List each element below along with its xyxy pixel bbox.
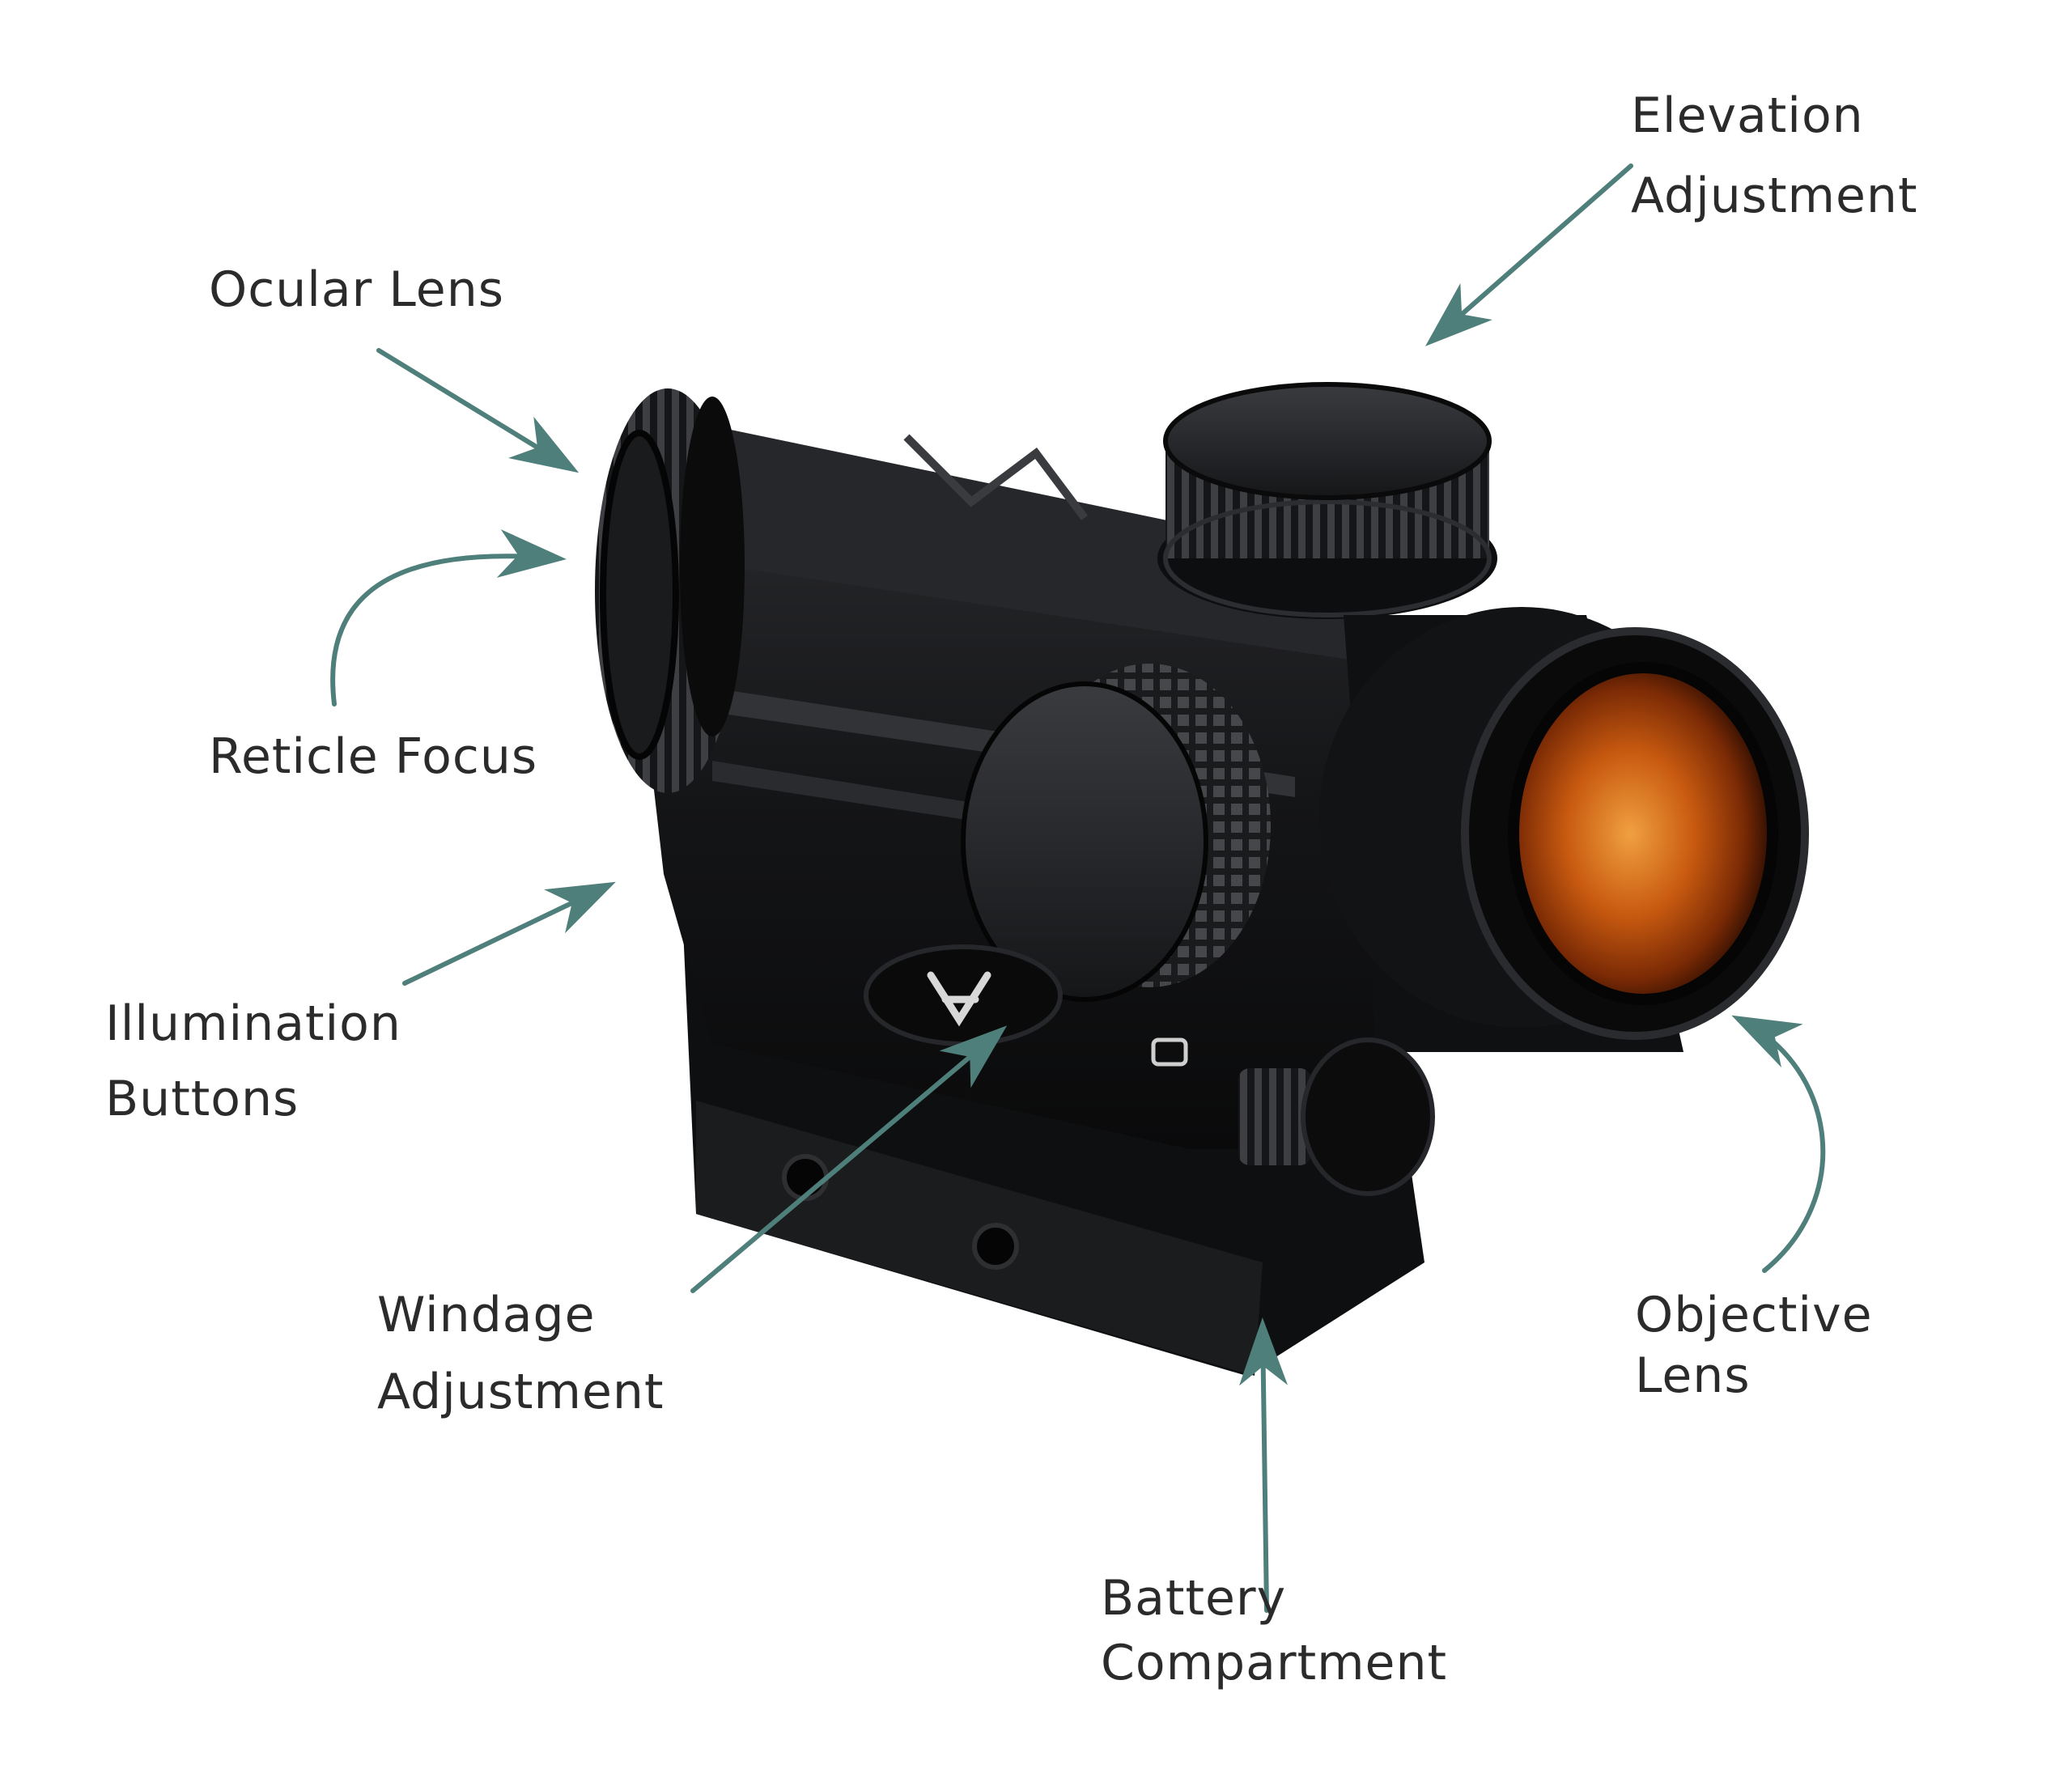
label-battery-compartment-line1: Battery: [1101, 1570, 1286, 1627]
label-objective-lens-line1: Objective: [1635, 1287, 1873, 1343]
battery-cap: [1301, 1037, 1435, 1196]
illumination-buttons-arrow: [402, 881, 616, 986]
reticle-focus-arrow: [330, 529, 567, 706]
vortex-mark-engraved: [903, 434, 1088, 520]
windage-turret-cap: [961, 681, 1208, 1002]
label-elevation-adjustment-line2: Adjustment: [1631, 168, 1917, 224]
label-battery-compartment-line2: Compartment: [1101, 1635, 1447, 1691]
windage-adjustment-arrow: [690, 1025, 1008, 1293]
mount-screw-1: [782, 1154, 829, 1201]
label-windage-adjustment-line1: Windage: [377, 1287, 596, 1343]
elevation-adjustment-arrow: [1424, 163, 1633, 346]
housing-upper-bevel: [688, 421, 1376, 664]
label-windage-adjustment-line2: Adjustment: [377, 1364, 664, 1420]
vortex-logo-plate: [864, 944, 1063, 1046]
objective-lens: [1514, 668, 1773, 999]
elevation-turret-lower-edge: [1163, 499, 1492, 617]
red-dot-sight: [595, 382, 1809, 1376]
callout-labels: Ocular Lens Reticle Focus Illumination B…: [105, 87, 1917, 1691]
label-reticle-focus: Reticle Focus: [209, 728, 537, 785]
illumination-buttons: [1238, 1068, 1311, 1165]
mount-screw-2: [972, 1223, 1019, 1270]
ocular-ring-edge: [680, 397, 745, 736]
label-objective-lens-line2: Lens: [1635, 1347, 1751, 1404]
battery-compartment-arrow: [1239, 1317, 1289, 1613]
label-illumination-buttons-line1: Illumination: [105, 995, 401, 1052]
label-illumination-buttons-line2: Buttons: [105, 1071, 299, 1127]
ocular-lens-arrow: [376, 348, 580, 473]
label-elevation-adjustment-line1: Elevation: [1631, 87, 1864, 144]
callout-arrows: [330, 163, 1826, 1613]
elevation-turret-cap: [1163, 382, 1492, 500]
objective-lens-rim: [1508, 662, 1778, 1005]
objective-lens-arrow: [1731, 1015, 1826, 1273]
ocular-lens: [600, 430, 679, 760]
label-ocular-lens: Ocular Lens: [209, 261, 504, 318]
vortex-logo-icon: [927, 971, 991, 1027]
illumination-indicator: [1151, 1037, 1188, 1067]
